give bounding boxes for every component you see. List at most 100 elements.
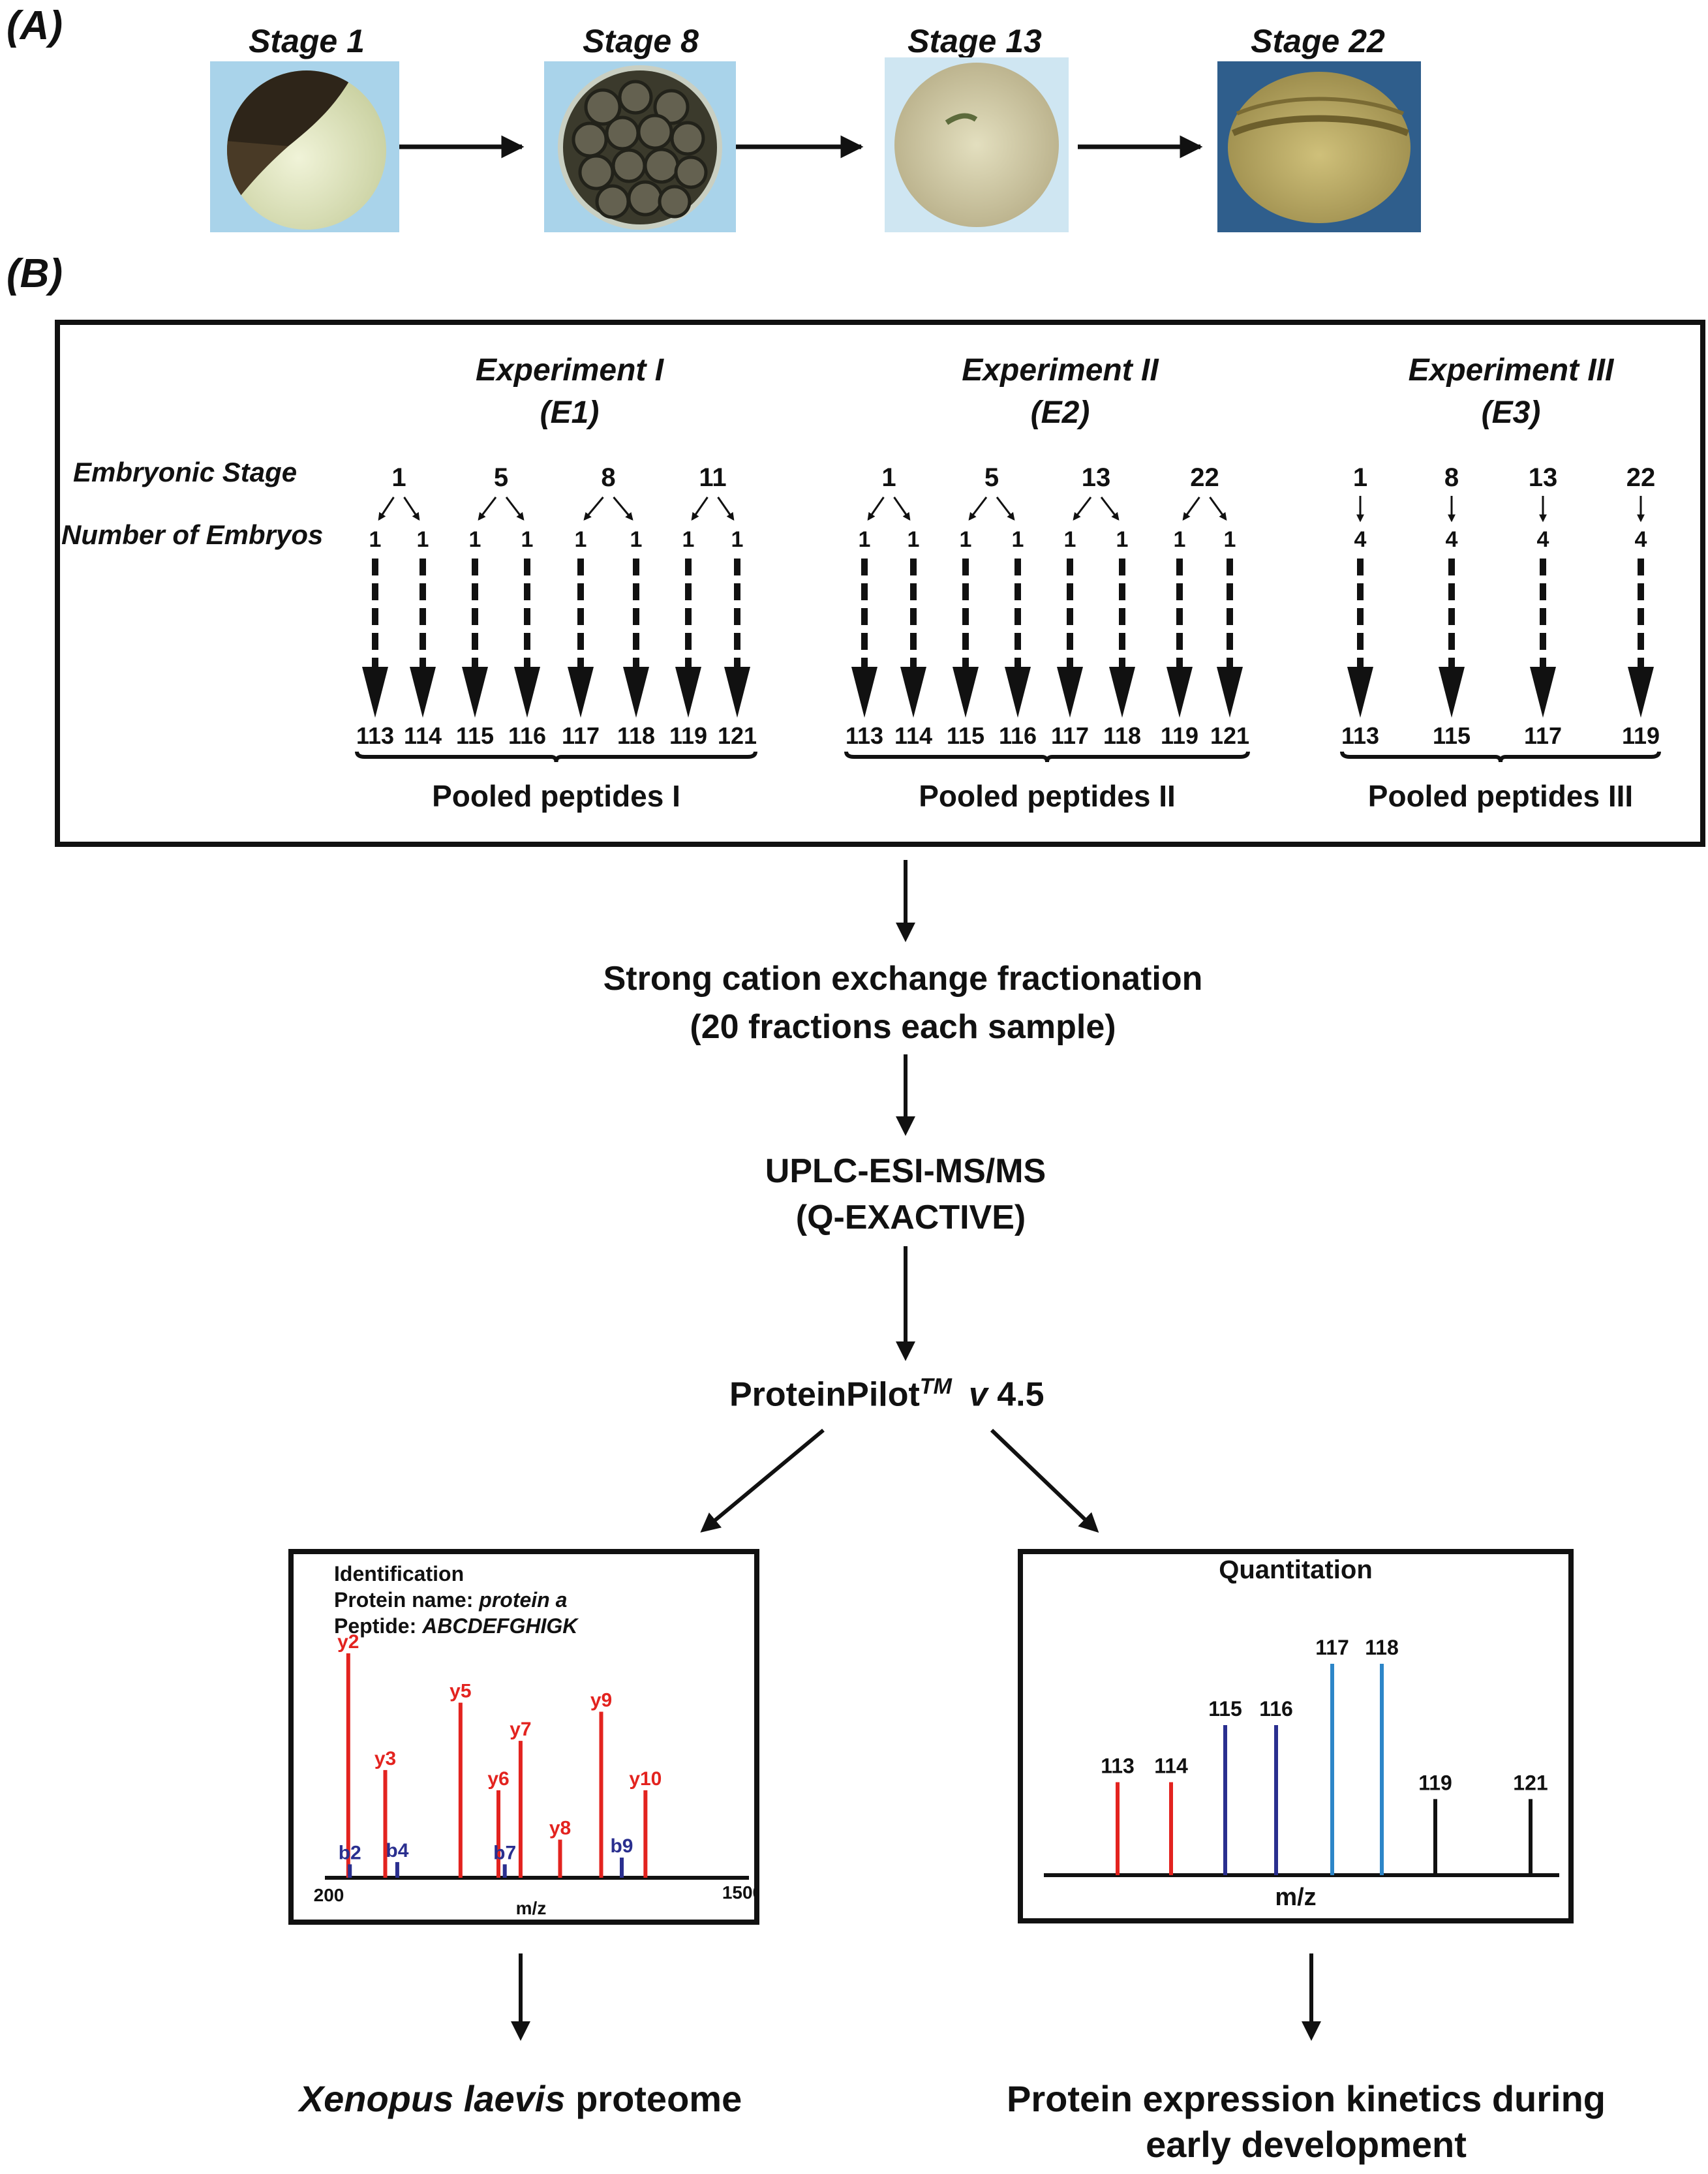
uplc-step-line1: UPLC-ESI-MS/MS [765,1152,1046,1190]
stage-13-title: Stage 13 [907,23,1042,59]
quantitation-box [1018,1549,1574,1923]
proteinpilot-version: 4.5 [997,1375,1045,1414]
embryo-count: 1 [521,527,534,552]
reporter-label-115: 115 [1208,1697,1242,1721]
panel-a-arrows [399,135,1203,159]
experiment-3-code: (E3) [1481,395,1541,430]
species-name: Xenopus laevis [299,2078,566,2119]
split-arrow-left [968,497,988,521]
itraq-tag-label: 119 [669,722,707,749]
peak-label-y2: y2 [337,1631,359,1653]
dashed-arrow-head [568,667,594,718]
stage-number-e1-2: 5 [494,463,508,492]
stage-8-embryo-image [544,61,736,232]
dashed-arrow-head [514,667,540,718]
split-arrow-left [867,497,885,521]
panel-b-label: (B) [7,251,63,296]
peak-label-y10: y10 [629,1768,662,1790]
itraq-tag-label: 121 [1210,722,1249,749]
split-arrow-left [1073,497,1092,521]
stage-number-e1-3: 8 [601,463,615,492]
stage-number-e3-1: 1 [1353,463,1367,492]
itraq-tag-label: 118 [1103,722,1141,749]
kinetics-outcome-line2: early development [1146,2124,1467,2165]
embryo-count: 1 [1116,527,1129,552]
kinetics-outcome-line1: Protein expression kinetics during [1006,2078,1606,2119]
scx-step-line2: (20 fractions each sample) [690,1008,1116,1046]
experiment-1-title: Experiment I [475,353,664,388]
pooling-bracket [1340,751,1661,763]
panel-a-label: (A) [7,3,63,48]
pooled-peptides-label-e1: Pooled peptides I [432,779,680,813]
arrow-proteinpilot-to-identification [700,1428,825,1533]
experiment-1-code: (E1) [540,395,600,430]
embryo-count: 4 [1537,527,1549,552]
embryo-count: 1 [1064,527,1076,552]
peak-label-y3: y3 [374,1748,396,1769]
embryo-count: 1 [575,527,587,552]
protein-name-label: Protein name: [334,1588,474,1612]
peak-label-b2: b2 [339,1842,361,1863]
dashed-arrow-head [410,667,436,718]
split-arrow-right [505,497,525,521]
itraq-tag-label: 113 [846,722,883,749]
split-arrow-right [403,497,420,521]
dashed-arrow-head [1167,667,1193,718]
peptide-line: Peptide: ABCDEFGHIGK [334,1614,577,1638]
stage-number-e1-1: 1 [391,463,406,492]
embryo-count: 1 [682,527,695,552]
peptide-value: ABCDEFGHIGK [422,1614,578,1638]
peptide-label: Peptide: [334,1614,417,1638]
itraq-tag-label: 117 [1051,722,1089,749]
pooling-bracket [844,751,1250,763]
stage-number-e3-3: 13 [1529,463,1558,492]
peak-label-y8: y8 [549,1818,571,1839]
proteinpilot-name: ProteinPilot [729,1375,920,1414]
scx-step-line1: Strong cation exchange fractionation [603,960,1203,998]
arrow-proteinpilot-to-quantitation [990,1428,1099,1533]
split-arrow-right [1209,497,1227,521]
pooled-peptides-label-e3: Pooled peptides III [1368,779,1633,813]
dashed-arrow-head [851,667,877,718]
stage-22-title: Stage 22 [1251,23,1385,59]
pooled-peptides-label-e2: Pooled peptides II [919,779,1176,813]
split-arrow-left [691,497,709,521]
protein-name-value: protein a [479,1588,568,1612]
stage-1-embryo-image [210,61,399,232]
itraq-tag-label: 113 [1341,722,1379,749]
pooling-bracket [355,751,757,763]
itraq-tag-label: 115 [456,722,494,749]
dashed-arrow-head [1057,667,1083,718]
itraq-tag-label: 119 [1622,722,1660,749]
stage-22-embryo-image [1217,61,1421,232]
split-arrow-right [613,497,633,521]
embryo-count: 1 [630,527,643,552]
itraq-tag-label: 116 [999,722,1037,749]
stage-number-e2-2: 5 [984,463,999,492]
peak-label-b4: b4 [386,1840,408,1861]
stage-number-e2-1: 1 [881,463,896,492]
dashed-arrow-head [724,667,750,718]
x-min-label: 200 [314,1885,344,1905]
reporter-label-118: 118 [1365,1636,1399,1659]
stage-number-e2-4: 22 [1190,463,1219,492]
quantitation-title: Quantitation [1219,1555,1373,1584]
embryo-count: 1 [417,527,429,552]
split-arrow-right [996,497,1015,521]
dashed-arrow-head [1530,667,1556,718]
stage-8-title: Stage 8 [583,23,699,59]
embryo-count: 4 [1354,527,1367,552]
itraq-tag-label: 117 [1524,722,1562,749]
split-arrow-left [478,497,497,521]
dashed-arrow-head [462,667,488,718]
itraq-tag-label: 118 [617,722,655,749]
dashed-arrow-head [953,667,979,718]
reporter-label-113: 113 [1101,1754,1135,1777]
embryo-count: 1 [907,527,920,552]
dashed-arrow-head [1109,667,1135,718]
reporter-label-116: 116 [1259,1697,1293,1721]
stage-number-e2-3: 13 [1082,463,1111,492]
